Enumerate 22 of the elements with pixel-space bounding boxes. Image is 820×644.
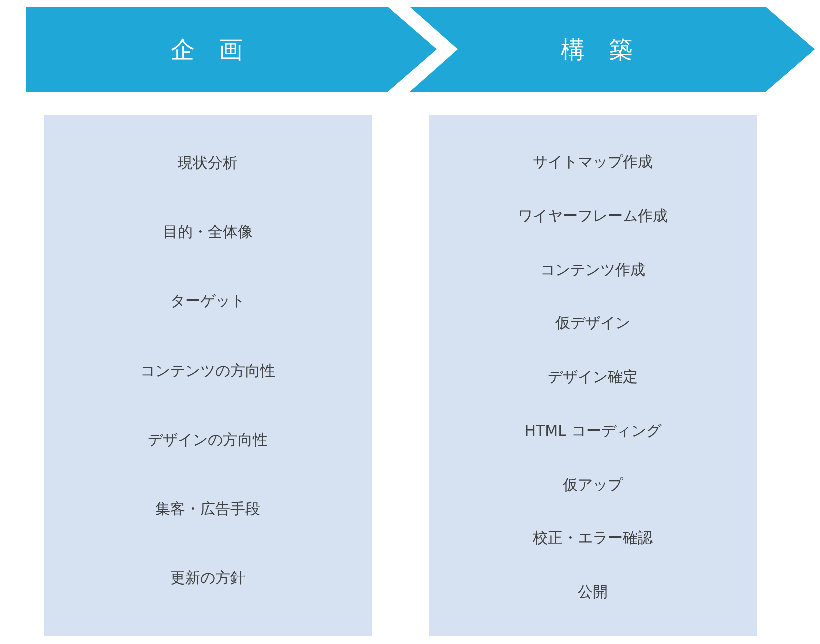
task-text: 集客・広告手段 <box>156 500 260 518</box>
task-text: 仮デザイン <box>556 314 630 332</box>
task-text: デザインの方向性 <box>148 430 268 449</box>
task-text: デザイン確定 <box>548 368 638 386</box>
task-text: サイトマップ作成 <box>533 153 653 171</box>
phase-panel <box>44 115 372 636</box>
phase-title: 企画 <box>170 38 267 62</box>
task-text: ターゲット <box>170 292 246 310</box>
task-text: コンテンツの方向性 <box>140 362 276 380</box>
task-text: 更新の方針 <box>170 569 246 588</box>
task-text: ワイヤーフレーム作成 <box>518 206 668 225</box>
task-text: コンテンツ作成 <box>540 260 646 278</box>
task-text: HTML コーディング <box>524 422 662 440</box>
phase-title: 構築 <box>560 38 657 62</box>
chevron-banner <box>410 7 815 92</box>
task-text: 公開 <box>578 583 608 601</box>
task-text: 校正・エラー確認 <box>533 529 653 548</box>
task-text: 現状分析 <box>178 154 238 172</box>
task-text: 仮アップ <box>563 476 623 494</box>
task-text: 目的・全体像 <box>163 223 253 242</box>
chevron-banner <box>26 7 437 92</box>
phase-panel <box>429 115 757 636</box>
